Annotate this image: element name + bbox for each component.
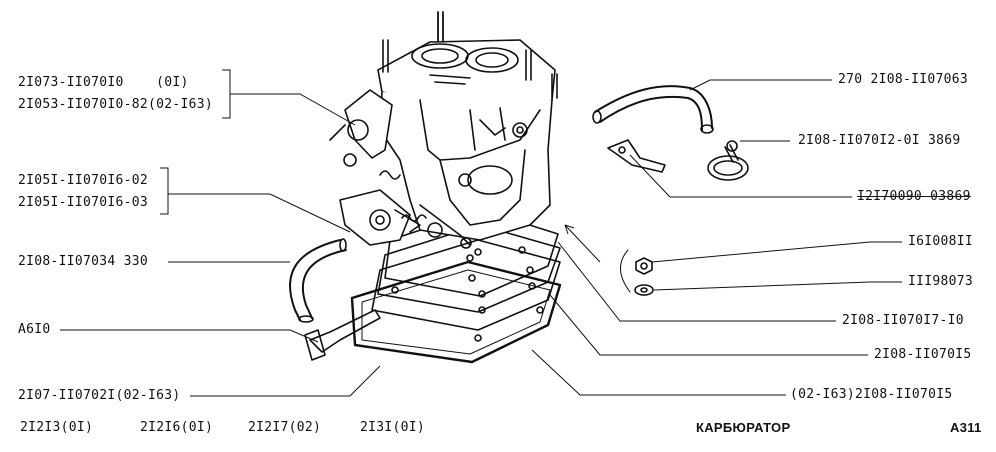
label-nut: I6I008II [908, 234, 974, 249]
label-lower-gasket: 2I07-II0702I(02-I63) [18, 388, 181, 403]
label-gasket-alt: (02-I63)2I08-II070I5 [790, 387, 953, 402]
label-part-1b: 2I053-II070I0-82(02-I63) [18, 97, 214, 112]
label-part-1a: 2I073-II070I0 (0I) [18, 75, 189, 90]
hose-left [289, 238, 347, 323]
gasket-2 [371, 239, 561, 331]
label-washer: III98073 [908, 274, 974, 289]
model-code-2: 2I2I6(0I) [140, 420, 214, 435]
hose-clamp [707, 140, 749, 181]
hose-top-right [592, 85, 714, 134]
model-code-4: 2I3I(0I) [360, 420, 426, 435]
leader-lines [60, 69, 902, 397]
model-code-3: 2I2I7(02) [248, 420, 322, 435]
label-gasket-top: 2I08-II070I7-I0 [842, 313, 964, 328]
carburetor-body [329, 11, 558, 249]
model-code-1: 2I2I3(0I) [20, 420, 94, 435]
label-breather: A6I0 [18, 322, 51, 337]
label-part-2a: 2I05I-II070I6-02 [18, 173, 149, 188]
label-clamp: 2I08-II070I2-0I 3869 [798, 133, 961, 148]
page-number: A311 [950, 420, 982, 435]
nut [635, 257, 653, 275]
label-part-2b: 2I05I-II070I6-03 [18, 195, 149, 210]
label-hose-left: 2I08-II07034 330 [18, 254, 149, 269]
label-bracket: I2I70090 03869 [857, 189, 971, 204]
label-gasket-mid: 2I08-II070I5 [874, 347, 972, 362]
page-title: КАРБЮРАТОР [696, 420, 791, 435]
small-bracket [607, 139, 666, 173]
washer [634, 284, 654, 296]
lower-gasket-plate [350, 260, 562, 364]
breather-pipe [304, 309, 381, 361]
label-hose-top: 270 2I08-II07063 [838, 72, 969, 87]
